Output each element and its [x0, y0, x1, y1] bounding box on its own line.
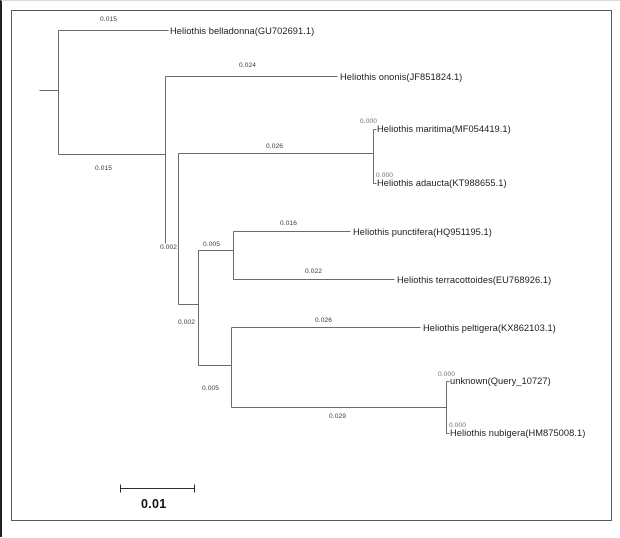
branch-length-peltigera: 0.026: [315, 317, 333, 324]
taxon-label-ononis: Heliothis ononis(JF851824.1): [340, 72, 463, 82]
figure-frame: [11, 10, 612, 521]
branch-length-terracottoides: 0.022: [305, 268, 323, 275]
branch-length-peltigera-clade-stem: 0.005: [202, 385, 220, 392]
taxon-label-unknown-query: unknown(Query_10727): [450, 376, 551, 386]
taxon-label-adaucta: Heliothis adaucta(KT988655.1): [377, 178, 507, 188]
branch-length-maritima-adaucta-stem: 0.026: [266, 143, 284, 150]
branch-length-unknown-query: 0.000: [438, 371, 456, 378]
taxon-label-peltigera: Heliothis peltigera(KX862103.1): [423, 323, 556, 333]
branch-length-maritima: 0.000: [360, 118, 378, 125]
taxon-label-terracottoides: Heliothis terracottoides(EU768926.1): [397, 275, 552, 285]
scale-bar-caption: 0.01: [141, 497, 167, 511]
branch-length-unknown-nubigera-stem: 0.029: [329, 413, 347, 420]
branch-length-adaucta: 0.000: [376, 172, 394, 179]
taxon-label-nubigera: Heliothis nubigera(HM875008.1): [450, 428, 586, 438]
branch-length-punctifera: 0.016: [280, 220, 298, 227]
branch-length-punct-terra-stem: 0.005: [203, 241, 221, 248]
branch-length-belladonna: 0.015: [100, 16, 118, 23]
branch-length-nubigera: 0.000: [449, 422, 467, 429]
branch-length-core-upper: 0.002: [160, 244, 178, 251]
taxon-label-belladonna: Heliothis belladonna(GU702691.1): [170, 26, 315, 36]
taxon-label-maritima: Heliothis maritima(MF054419.1): [377, 124, 511, 134]
branch-length-ononis: 0.024: [239, 62, 257, 69]
branch-length-core-lower: 0.002: [178, 319, 196, 326]
taxon-label-punctifera: Heliothis punctifera(HQ951195.1): [353, 227, 492, 237]
branch-length-root-lower: 0.015: [95, 165, 113, 172]
